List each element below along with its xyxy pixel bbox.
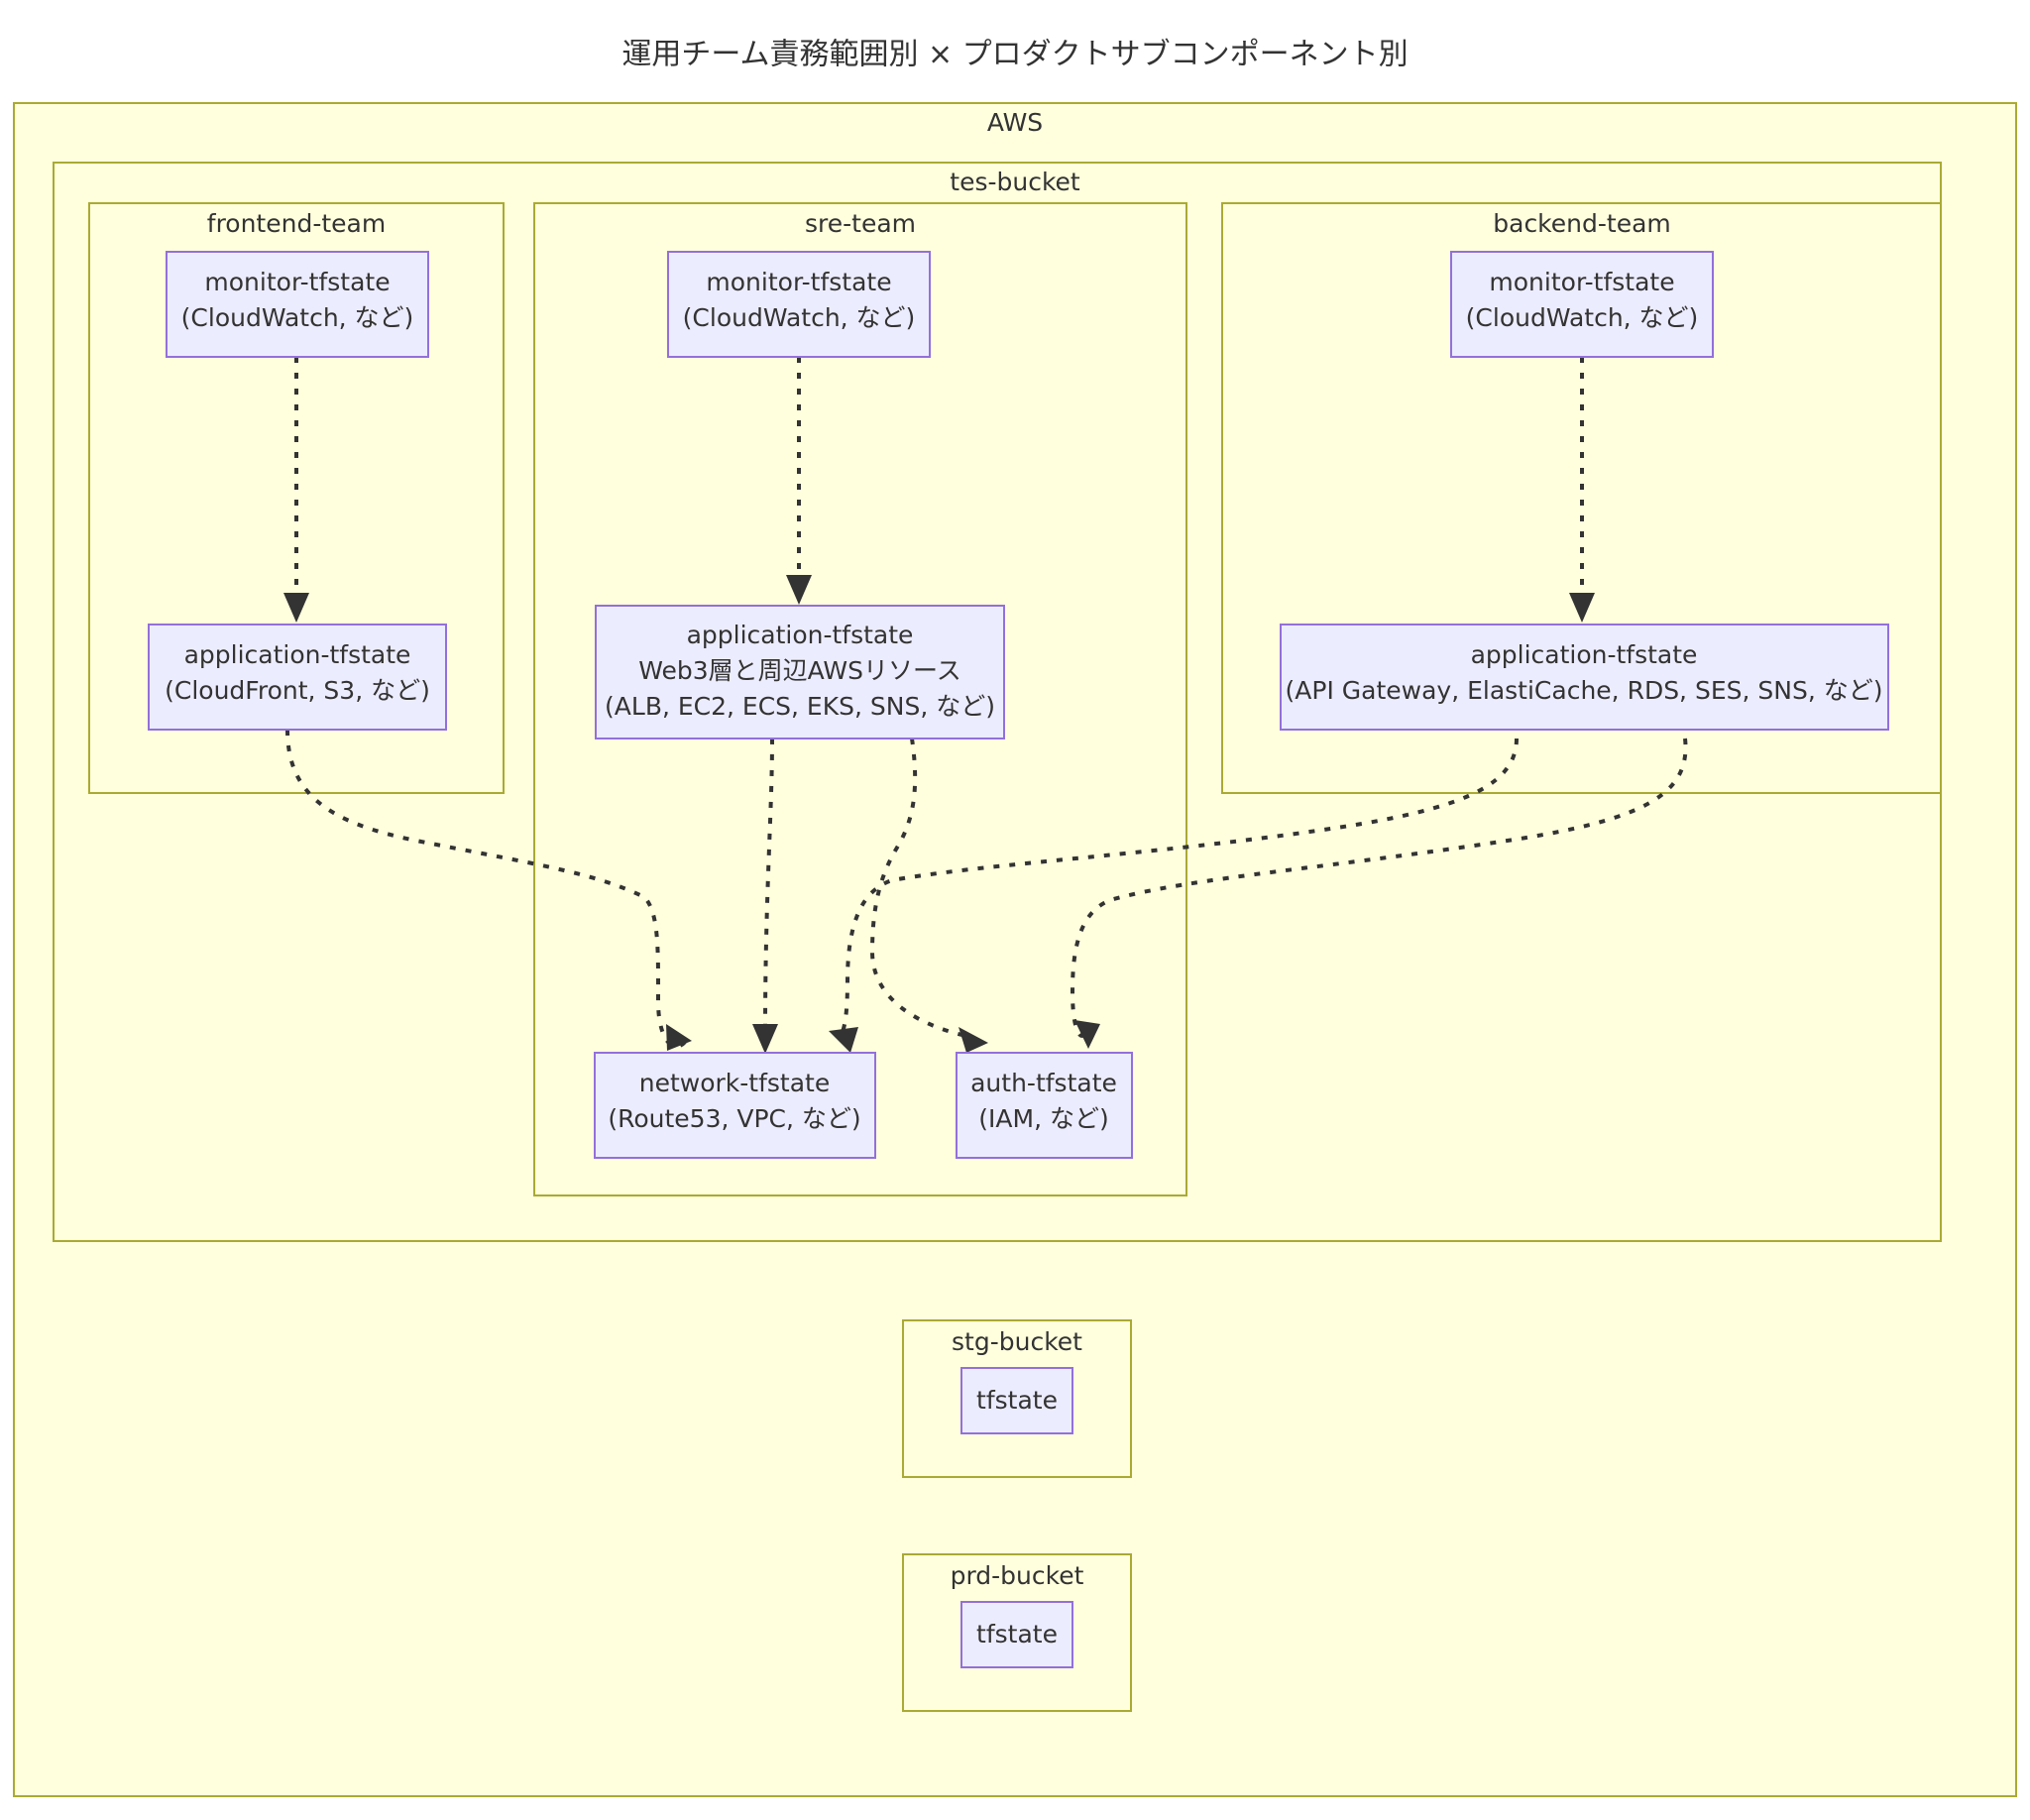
node-auth[interactable]: auth-tfstate (IAM, など) <box>956 1052 1133 1159</box>
edge-sre-application-to-auth <box>869 738 967 1038</box>
node-fe-monitor-line-1: monitor-tfstate <box>204 268 390 296</box>
node-network-line-1: network-tfstate <box>639 1069 830 1097</box>
edge-fe-application-to-network <box>285 729 688 1049</box>
node-sre-monitor[interactable]: monitor-tfstate (CloudWatch, など) <box>667 251 931 358</box>
arrowhead-be-monitor-to-be-application <box>1569 593 1595 623</box>
node-sre-application-line-1: application-tfstate <box>687 621 914 649</box>
node-fe-monitor-line-2: (CloudWatch, など) <box>181 303 414 332</box>
cluster-sre-team-label: sre-team <box>805 209 916 238</box>
arrowhead-sre-application-to-network <box>752 1024 778 1054</box>
node-fe-monitor[interactable]: monitor-tfstate (CloudWatch, など) <box>166 251 429 358</box>
node-network[interactable]: network-tfstate (Route53, VPC, など) <box>594 1052 876 1159</box>
node-be-application-rect <box>1280 624 1889 731</box>
node-stg-tfstate-rect <box>960 1367 1073 1434</box>
arrowhead-fe-application-to-network <box>666 1024 692 1051</box>
node-sre-monitor-rect <box>667 251 931 358</box>
node-auth-line-2: (IAM, など) <box>978 1104 1108 1133</box>
edge-be-application-to-auth <box>1070 738 1688 1038</box>
node-sre-monitor-line-2: (CloudWatch, など) <box>683 303 916 332</box>
cluster-frontend-team-label: frontend-team <box>207 209 386 238</box>
cluster-aws-label: AWS <box>987 108 1043 137</box>
arrowhead-sre-application-to-auth <box>959 1027 988 1053</box>
node-sre-application-rect <box>595 605 1005 739</box>
node-fe-application-line-1: application-tfstate <box>184 640 411 669</box>
node-auth-line-1: auth-tfstate <box>970 1069 1117 1097</box>
node-be-application[interactable]: application-tfstate (API Gateway, Elasti… <box>1280 624 1889 731</box>
node-fe-monitor-rect <box>166 251 429 358</box>
node-be-monitor-line-2: (CloudWatch, など) <box>1466 303 1699 332</box>
arrowhead-fe-monitor-to-fe-application <box>283 593 309 623</box>
cluster-stg-bucket-label: stg-bucket <box>952 1327 1082 1356</box>
cluster-backend-team-label: backend-team <box>1493 209 1671 238</box>
diagram-title: 運用チーム責務範囲別 × プロダクトサブコンポーネント別 <box>621 38 1408 72</box>
node-network-line-2: (Route53, VPC, など) <box>608 1104 860 1133</box>
cluster-prd-bucket-label: prd-bucket <box>951 1561 1084 1590</box>
node-fe-application[interactable]: application-tfstate (CloudFront, S3, など) <box>148 624 447 731</box>
edge-be-application-to-network <box>836 738 1519 1038</box>
node-be-application-line-2: (API Gateway, ElastiCache, RDS, SES, SNS… <box>1286 676 1883 705</box>
node-fe-application-line-2: (CloudFront, S3, など) <box>165 676 430 705</box>
node-network-rect <box>594 1052 876 1159</box>
node-prd-tfstate-rect <box>960 1601 1073 1668</box>
arrowhead-be-application-to-auth <box>1074 1020 1100 1049</box>
edge-sre-application-to-network <box>763 738 774 1032</box>
node-be-monitor-rect <box>1450 251 1714 358</box>
node-auth-rect <box>956 1052 1133 1159</box>
node-be-monitor[interactable]: monitor-tfstate (CloudWatch, など) <box>1450 251 1714 358</box>
node-stg-tfstate[interactable]: tfstate <box>960 1367 1073 1434</box>
node-prd-tfstate[interactable]: tfstate <box>960 1601 1073 1668</box>
node-fe-application-rect <box>148 624 447 731</box>
node-be-monitor-line-1: monitor-tfstate <box>1489 268 1674 296</box>
node-stg-tfstate-label: tfstate <box>976 1386 1058 1415</box>
node-sre-application-line-3: (ALB, EC2, ECS, EKS, SNS, など) <box>605 692 995 721</box>
cluster-tes-bucket-label: tes-bucket <box>950 168 1080 196</box>
arrowhead-sre-monitor-to-sre-application <box>786 575 812 605</box>
node-sre-application-line-2: Web3層と周辺AWSリソース <box>638 656 960 685</box>
node-be-application-line-1: application-tfstate <box>1471 640 1698 669</box>
node-sre-application[interactable]: application-tfstate Web3層と周辺AWSリソース (ALB… <box>595 605 1005 739</box>
node-prd-tfstate-label: tfstate <box>976 1620 1058 1649</box>
node-sre-monitor-line-1: monitor-tfstate <box>706 268 891 296</box>
arrowhead-be-application-to-network <box>829 1027 858 1053</box>
